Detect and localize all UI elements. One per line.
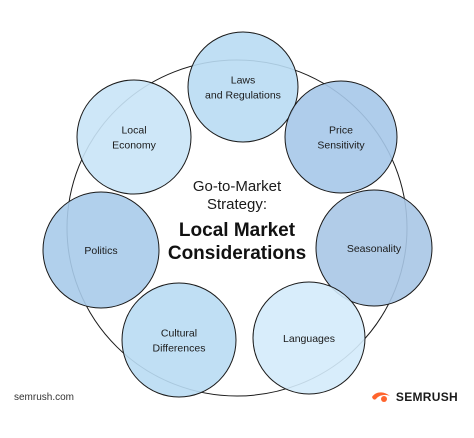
- node-label-7-line-1: Local: [121, 125, 146, 137]
- node-label-4-line-1: Languages: [283, 333, 335, 345]
- node-circle-4: [252, 281, 366, 395]
- node-circle-5: [121, 282, 237, 398]
- node-label-5-line-1: Cultural: [161, 328, 197, 340]
- semrush-logo: SEMRUSH: [370, 390, 458, 404]
- node-label-1-line-1: Laws: [231, 75, 256, 87]
- node-label-7-line-2: Economy: [112, 140, 157, 152]
- center-subtitle-line2: Strategy:: [207, 196, 267, 213]
- semrush-flame-icon: [371, 392, 390, 402]
- node-layer: Laws and RegulationsPriceSensitivitySeaso…: [42, 31, 433, 398]
- center-subtitle-line1: Go-to-Market: [193, 178, 282, 195]
- center-title-line1: Local Market: [179, 220, 296, 241]
- node-circle-6: [42, 191, 160, 309]
- semrush-wordmark: SEMRUSH: [395, 390, 458, 404]
- node-label-3-line-1: Seasonality: [347, 243, 402, 255]
- node-circle-7: [76, 79, 192, 195]
- node-label-5-line-2: Differences: [153, 343, 206, 355]
- node-circle-2: [284, 80, 398, 194]
- center-title-line2: Considerations: [168, 243, 306, 264]
- node-circle-1: [187, 31, 299, 143]
- node-label-2-line-1: Price: [329, 125, 353, 137]
- node-label-2-line-2: Sensitivity: [317, 140, 365, 152]
- center-text: Go-to-Market Strategy: Local Market Cons…: [168, 178, 306, 264]
- source-url: semrush.com: [14, 392, 75, 403]
- node-label-6-line-1: Politics: [84, 245, 117, 257]
- node-circle-3: [315, 189, 433, 307]
- node-label-1-line-2: and Regulations: [205, 90, 281, 102]
